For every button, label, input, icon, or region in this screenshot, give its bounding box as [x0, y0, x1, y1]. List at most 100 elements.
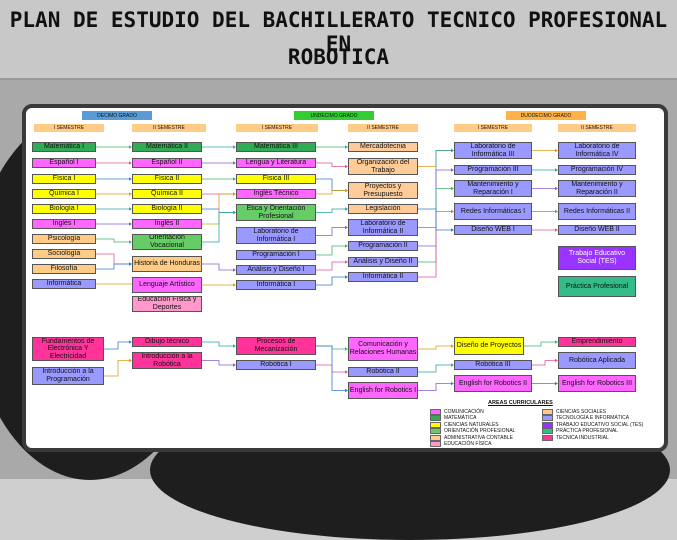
connector-arrowhead: [451, 363, 454, 367]
course-robotica-ii: Robótica II: [348, 367, 418, 377]
course-legislacion: Legislación: [348, 204, 418, 214]
course-ingles-ii: Inglés II: [132, 219, 202, 229]
legend-swatch: [542, 409, 553, 415]
course-lengua-y-literatura: Lengua y Literatura: [236, 158, 316, 168]
connector-line: [316, 162, 346, 167]
connector-arrowhead: [129, 207, 132, 211]
connector-line: [316, 345, 346, 350]
semester-header-ii: II SEMESTRE: [348, 124, 418, 132]
semester-header-i: I SEMESTRE: [34, 124, 104, 132]
legend-swatch: [430, 409, 441, 415]
connector-line: [316, 345, 346, 391]
course-fisica-iii: Física III: [236, 174, 316, 184]
course-educacion-fisica: Educación Física y Deportes: [132, 296, 202, 312]
connector-arrowhead: [555, 228, 558, 232]
connector-arrowhead: [233, 210, 236, 215]
course-emprendimiento: Emprendimiento: [558, 337, 636, 347]
connector-arrowhead: [345, 145, 348, 149]
course-organizacion-del-trabajo: Organización del Trabajo: [348, 158, 418, 175]
connector-arrowhead: [345, 370, 348, 374]
legend-item: ADMINISTRATIVA CONTABLE: [430, 434, 513, 441]
legend-label: CIENCIAS SOCIALES: [556, 409, 607, 415]
course-robotica-iii: Robótica III: [454, 360, 532, 370]
course-ingles-tecnico: Inglés Técnico: [236, 189, 316, 199]
legend-item: TRABAJO EDUCATIVO SOCIAL (TES): [542, 421, 644, 428]
course-robotica-i: Robótica I: [236, 360, 316, 370]
connector-arrowhead: [345, 260, 348, 264]
grade-header-decimo: DECIMO GRADO: [82, 111, 152, 120]
legend-swatch: [542, 421, 553, 428]
connector-arrowhead: [555, 358, 558, 363]
page-title-line1: PLAN DE ESTUDIO DEL BACHILLERATO TECNICO…: [9, 8, 668, 56]
course-diseno-de-proyectos: Diseño de Proyectos: [454, 337, 524, 355]
connector-line: [418, 150, 452, 167]
course-programacion-iii: Programación III: [454, 165, 532, 175]
legend-swatch: [430, 415, 441, 422]
connector-line: [418, 383, 452, 391]
course-english-robotics-iii: English for Robotics III: [558, 375, 636, 392]
connector-line: [316, 178, 346, 191]
connector-arrowhead: [451, 228, 454, 232]
connector-line: [202, 208, 234, 213]
course-biologia-ii: Biología II: [132, 204, 202, 214]
course-informatica-i: Informática I: [236, 280, 316, 290]
connector-line: [418, 211, 452, 278]
connector-arrowhead: [345, 225, 348, 230]
connector-line: [418, 188, 452, 263]
connector-arrowhead: [555, 168, 558, 172]
legend-item: ORIENTACIÓN PROFESIONAL: [430, 428, 515, 435]
connector-arrowhead: [233, 344, 236, 348]
course-redes-ii: Redes Informáticas II: [558, 203, 636, 220]
legend-item: TECNICA INDUSTRIAL: [542, 434, 609, 441]
connector-line: [532, 360, 556, 366]
connector-arrowhead: [129, 177, 132, 181]
legend-swatch: [430, 428, 441, 435]
legend-label: TRABAJO EDUCATIVO SOCIAL (TES): [556, 421, 644, 428]
course-english-robotics-ii: English for Robotics II: [454, 375, 532, 392]
course-ingles-i: Inglés I: [32, 219, 96, 229]
connector-arrowhead: [451, 148, 454, 153]
legend-item: PRÁCTICA PROFESIONAL: [542, 428, 618, 435]
connector-arrowhead: [345, 388, 348, 393]
connector-line: [418, 169, 452, 247]
course-mantenimiento-ii: Mantenimiento y Reparación II: [558, 180, 636, 197]
connector-line: [316, 276, 346, 286]
grade-header-duodecimo: DUODECIMO GRADO: [506, 111, 586, 120]
course-orientacion-vocacional: Orientación Vocacional: [132, 234, 202, 250]
legend-item: COMUNICACIÓN: [430, 409, 484, 415]
connector-arrowhead: [129, 192, 132, 196]
curriculum-diagram: DECIMO GRADO UNDECIMO GRADO DUODECIMO GR…: [22, 104, 668, 452]
legend-title: AREAS CURRICULARES: [488, 400, 553, 406]
course-diseno-web-i: Diseño WEB I: [454, 225, 532, 235]
connector-line: [418, 345, 452, 350]
course-etica-y-orientacion: Ética y Orientación Profesional: [236, 204, 316, 221]
connector-arrowhead: [555, 186, 558, 191]
grade-header-undecimo: UNDECIMO GRADO: [294, 111, 374, 120]
course-informatica: Informática: [32, 279, 96, 289]
connector-line: [316, 208, 346, 213]
semester-header-ii: II SEMESTRE: [558, 124, 636, 132]
legend-swatch: [430, 434, 441, 441]
legend-swatch: [542, 415, 553, 422]
course-mercadotecnia: Mercadotecnia: [348, 142, 418, 152]
course-trabajo-educativo-social: Trabajo Educativo Social (TES): [558, 246, 636, 270]
connector-arrowhead: [451, 344, 454, 348]
legend-label: ADMINISTRATIVA CONTABLE: [444, 434, 513, 441]
title-bar: PLAN DE ESTUDIO DEL BACHILLERATO TECNICO…: [0, 0, 677, 80]
course-analisis-y-diseno-i: Análisis y Diseño I: [236, 265, 316, 275]
connector-arrowhead: [129, 145, 132, 149]
legend-label: COMUNICACIÓN: [444, 409, 484, 415]
connector-arrowhead: [555, 381, 558, 386]
page-title-line2: ROBOTICA: [287, 45, 390, 69]
course-historia-de-honduras: Historia de Honduras: [132, 256, 202, 272]
course-comunicacion-relaciones: Comunicación y Relaciones Humanas: [348, 337, 418, 361]
course-redes-i: Redes Informáticas I: [454, 203, 532, 220]
course-procesos-de-mecanizacion: Procesos de Mecanización: [236, 337, 316, 355]
connector-arrowhead: [129, 358, 132, 363]
course-proyectos-y-presupuesto: Proyectos y Presupuesto: [348, 182, 418, 199]
connector-line: [202, 263, 234, 271]
course-lenguaje-artistico: Lenguaje Artístico: [132, 277, 202, 293]
connector-arrowhead: [233, 192, 236, 196]
legend-item: EDUCACIÓN FÍSICA: [430, 441, 492, 447]
course-filosofia: Filosofía: [32, 264, 96, 274]
